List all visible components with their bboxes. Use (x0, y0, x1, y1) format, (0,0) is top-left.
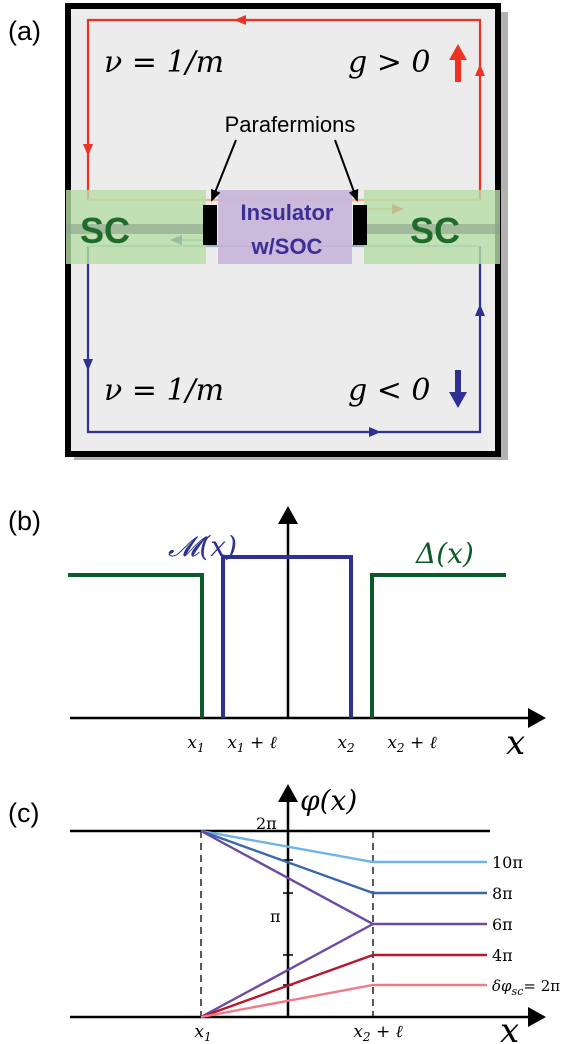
phi-label: φ(x) (300, 784, 357, 817)
sc-right-trench (364, 224, 500, 234)
panel-a-label: (a) (8, 16, 41, 46)
y-axis-arrowhead (278, 506, 298, 524)
sc-left-trench (66, 224, 206, 234)
panel-c-label: (c) (8, 798, 39, 828)
phase-line-6pi-up (200, 922, 374, 1019)
insulator-region (218, 190, 352, 264)
x-axis-arrowhead (528, 708, 546, 728)
panel-a: (a) SC SC Insulator w/SOC Parafe (8, 3, 508, 460)
x-axis-label-b: x (506, 723, 525, 763)
tick-c-x1: x1 (194, 1022, 211, 1044)
g-bottom-label: g < 0 (348, 373, 431, 408)
tick-x1: x1 (187, 733, 204, 755)
label-6pi: 6π (492, 915, 513, 934)
panel-c: (c) 2π π φ(x) 10π 8π 6π 4π δφsc= 2π x1 x… (8, 784, 560, 1044)
nu-top-label: ν = 1/m (104, 45, 224, 80)
label-2pi: δφsc= 2π (492, 977, 560, 998)
phase-line-10pi (200, 829, 487, 864)
sc-right-label: SC (410, 210, 460, 251)
y-tick-2pi: 2π (256, 814, 277, 833)
x-axis-label-c: x (500, 1011, 519, 1044)
y-tick-pi: π (270, 907, 281, 926)
parafermion-left (203, 205, 217, 245)
label-10pi: 10π (492, 853, 523, 872)
tick-x2: x2 (337, 733, 354, 755)
phase-line-6pi-down (200, 829, 487, 926)
x-axis-c-arrowhead (528, 1007, 546, 1027)
phase-line-4pi (200, 953, 487, 1019)
delta-label: Δ(x) (415, 537, 474, 570)
nu-bottom-label: ν = 1/m (104, 373, 224, 408)
panel-b-label: (b) (8, 506, 41, 536)
insulator-label-2: w/SOC (251, 234, 323, 259)
parafermion-right (353, 205, 367, 245)
insulator-label-1: Insulator (241, 200, 334, 225)
spin-down-icon (449, 370, 467, 408)
spin-up-icon (449, 44, 467, 82)
label-4pi: 4π (492, 946, 513, 965)
parafermions-label: Parafermions (225, 112, 356, 137)
g-top-label: g > 0 (348, 45, 431, 80)
m-label: 𝓜(x) (168, 530, 237, 563)
tick-x2-plus-l: x2 + ℓ (387, 733, 436, 755)
tick-c-x2-plus-l: x2 + ℓ (353, 1022, 402, 1044)
panel-b: (b) 𝓜(x) Δ(x) x1 x1 + ℓ x2 x2 + ℓ x (8, 506, 546, 763)
delta-profile-right (370, 573, 506, 718)
delta-profile-left (68, 573, 204, 718)
parafermion-pointer-left (211, 139, 237, 202)
phase-line-8pi (200, 829, 487, 895)
mass-profile (221, 555, 353, 718)
sc-left-label: SC (80, 210, 130, 251)
y-axis-c-arrowhead (278, 784, 298, 802)
parafermion-pointer-right (334, 139, 359, 202)
phase-line-2pi (200, 983, 487, 1019)
tick-x1-plus-l: x1 + ℓ (227, 733, 276, 755)
label-8pi: 8π (492, 884, 513, 903)
